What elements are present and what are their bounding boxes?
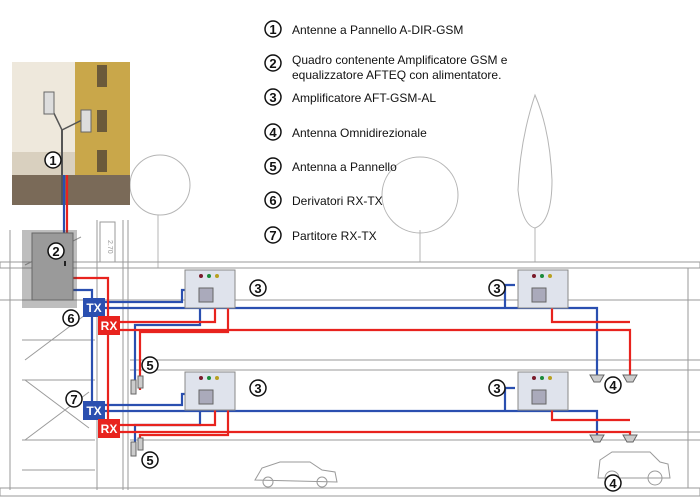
callout-3: 3 xyxy=(493,381,500,396)
tx-splitter-7: TX xyxy=(83,401,105,420)
height-mark: 2.70 xyxy=(106,240,113,254)
svg-text:RX: RX xyxy=(101,319,118,333)
legend-num: 5 xyxy=(269,159,276,174)
legend-item: Partitore RX-TX xyxy=(292,229,377,243)
callout-4: 4 xyxy=(609,378,617,393)
legend-num: 2 xyxy=(269,56,276,71)
amplifier-unit xyxy=(184,371,236,411)
amplifiers xyxy=(184,269,569,411)
svg-text:TX: TX xyxy=(86,301,101,315)
legend: 1 Antenne a Pannello A-DIR-GSM 2 Quadro … xyxy=(264,20,508,244)
callout-6: 6 xyxy=(67,311,74,326)
legend-item: Antenne a Pannello A-DIR-GSM xyxy=(292,23,463,37)
panel-antenna-icon xyxy=(130,379,137,395)
legend-item: Antenna a Pannello xyxy=(292,160,397,174)
legend-num: 4 xyxy=(269,125,277,140)
legend-item: Derivatori RX-TX xyxy=(292,194,383,208)
callout-4: 4 xyxy=(609,476,617,491)
legend-item: Quadro contenente Amplificatore GSM e xyxy=(292,53,508,67)
callout-5: 5 xyxy=(146,453,153,468)
svg-text:RX: RX xyxy=(101,422,118,436)
building-section xyxy=(0,220,700,497)
callouts xyxy=(44,151,622,492)
omni-antenna-icon xyxy=(622,374,638,383)
tx-splitter-6: TX xyxy=(83,298,105,317)
legend-item-line2: equalizzatore AFTEQ con alimentatore. xyxy=(292,68,501,82)
callout-2: 2 xyxy=(52,244,59,259)
panel-antenna-icon xyxy=(80,109,92,133)
callout-3: 3 xyxy=(493,281,500,296)
panel-antenna-icon xyxy=(130,441,137,457)
rooftop-photo xyxy=(12,62,130,205)
rx-splitter-7: RX xyxy=(98,419,120,438)
callout-3: 3 xyxy=(254,281,261,296)
panel-antenna-icon xyxy=(137,437,144,451)
tree-left xyxy=(129,93,553,268)
callout-7: 7 xyxy=(70,392,77,407)
panel-antenna-icon xyxy=(43,91,55,115)
omni-antenna-icon xyxy=(589,434,605,443)
legend-num: 7 xyxy=(269,228,276,243)
amplifier-unit xyxy=(517,371,569,411)
amplifier-unit xyxy=(184,269,236,309)
legend-item: Amplificatore AFT-GSM-AL xyxy=(292,91,436,105)
legend-num: 3 xyxy=(269,90,276,105)
legend-num: 6 xyxy=(269,193,276,208)
omni-antenna-icon xyxy=(589,374,605,383)
amplifier-unit xyxy=(517,269,569,309)
callout-5: 5 xyxy=(146,358,153,373)
omni-antenna-icon xyxy=(622,434,638,443)
callout-1: 1 xyxy=(49,153,56,168)
panel-antenna-icon xyxy=(137,375,144,389)
rx-splitter-6: RX xyxy=(98,316,120,335)
amplifier-cabinet xyxy=(22,230,77,308)
legend-item: Antenna Omnidirezionale xyxy=(292,126,427,140)
legend-num: 1 xyxy=(269,22,276,37)
indoor-antennas xyxy=(130,374,638,457)
callout-3: 3 xyxy=(254,381,261,396)
svg-text:TX: TX xyxy=(86,404,101,418)
